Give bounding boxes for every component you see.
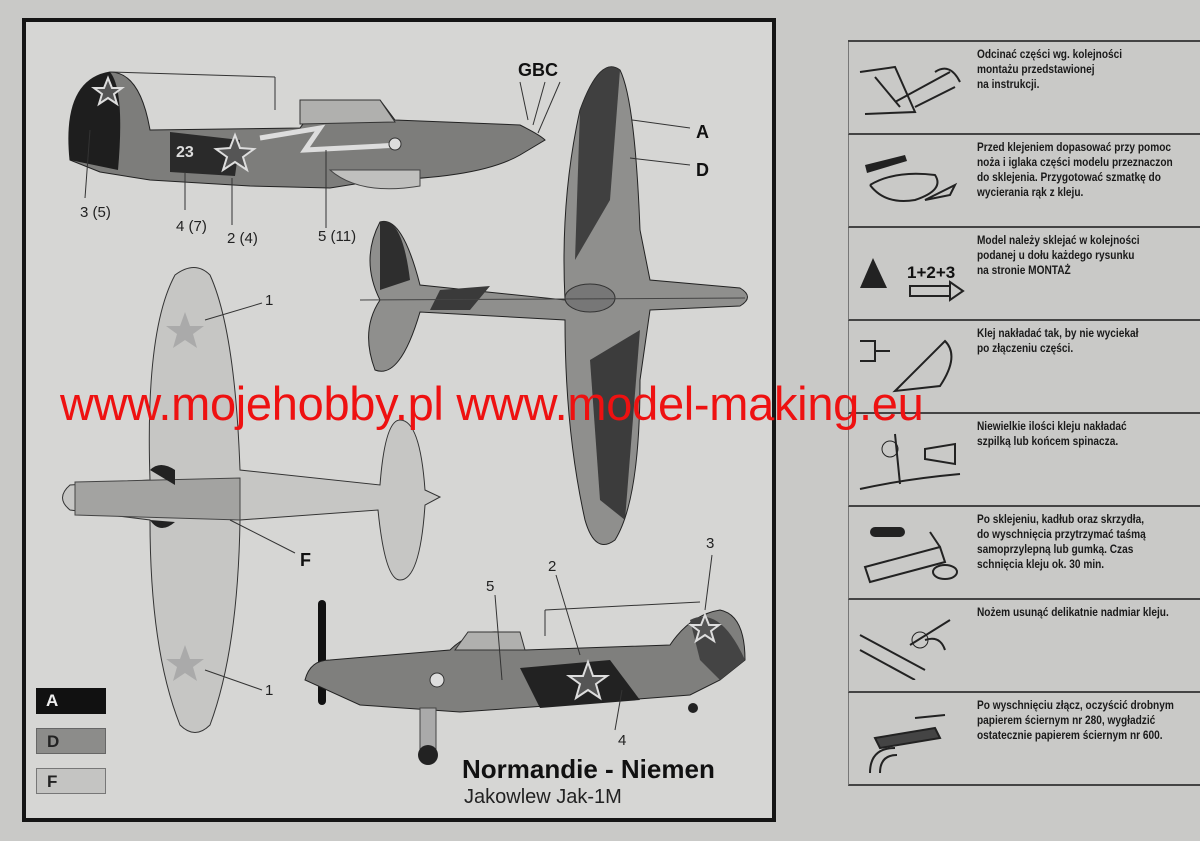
instruction-text: Klej nakładać tak, by nie wyciekał po zł… [977, 328, 1139, 355]
callout-a: A [696, 122, 709, 142]
knife-file-icon [865, 155, 958, 202]
instruction-step: Po wyschnięciu złącz, oczyścić drobnym p… [848, 693, 1200, 786]
instruction-step: Klej nakładać tak, by nie wyciekał po zł… [848, 321, 1200, 414]
instruction-text: Model należy sklejać w kolejności podane… [977, 235, 1140, 277]
callout-label: 1 [265, 292, 274, 309]
aircraft-title: Normandie - Niemen [462, 754, 715, 784]
bottom-view [62, 267, 442, 733]
instruction-text: Przed klejeniem dopasować przy pomoc noż… [977, 142, 1173, 199]
callout-label: 5 (11) [318, 228, 357, 245]
side-view-top [68, 71, 561, 228]
callout-label: 5 [486, 578, 495, 595]
instruction-step: 1+2+3 Model należy sklejać w kolejności … [848, 228, 1200, 321]
tape-clamp-icon [863, 527, 958, 584]
instruction-steps: Odcinać części wg. kolejności montażu pr… [848, 40, 1200, 786]
callout-label: 1 [265, 682, 274, 699]
callout-f: F [300, 550, 311, 570]
sanding-icon [869, 714, 946, 773]
legend-swatch-f: F [36, 768, 106, 794]
legend-swatch-d: D [36, 728, 106, 754]
instruction-step: Niewielkie ilości kleju nakładać szpilką… [848, 414, 1200, 507]
callout-label: 4 [618, 732, 627, 749]
sprue-cutter-icon [859, 65, 961, 115]
knife-trim-icon [859, 619, 951, 680]
callout-label: 3 (5) [80, 204, 111, 221]
callout-label: 3 [706, 535, 715, 552]
callout-label: 4 (7) [176, 218, 207, 235]
sequence-label: 1+2+3 [907, 263, 955, 282]
instruction-step: Nożem usunąć delikatnie nadmiar kleju. [848, 600, 1200, 693]
side-view-bottom [304, 554, 746, 765]
callout-gbc: GBC [518, 60, 558, 80]
legend-swatch-a: A [36, 688, 106, 714]
sequence-arrow-icon: 1+2+3 [860, 258, 965, 302]
callout-d: D [696, 160, 709, 180]
instruction-step: Po sklejeniu, kadłub oraz skrzydła, do w… [848, 507, 1200, 600]
instruction-step: Przed klejeniem dopasować przy pomoc noż… [848, 135, 1200, 228]
callout-label: 2 (4) [227, 230, 258, 247]
callout-label: 2 [548, 558, 557, 575]
instruction-text: Niewielkie ilości kleju nakładać szpilką… [977, 421, 1127, 448]
instruction-text: Nożem usunąć delikatnie nadmiar kleju. [977, 607, 1169, 619]
instruction-text: Po wyschnięciu złącz, oczyścić drobnym p… [977, 700, 1174, 742]
glue-pin-icon [859, 433, 961, 490]
watermark: www.mojehobby.pl www.model-making.eu [60, 377, 924, 430]
aircraft-drawings [62, 66, 748, 765]
glue-tube-icon [860, 339, 953, 393]
instruction-text: Odcinać części wg. kolejności montażu pr… [977, 49, 1123, 91]
instruction-text: Po sklejeniu, kadłub oraz skrzydła, do w… [977, 514, 1146, 571]
aircraft-subtitle: Jakowlew Jak-1M [464, 786, 622, 808]
instruction-step: Odcinać części wg. kolejności montażu pr… [848, 42, 1200, 135]
fuselage-number: 23 [176, 144, 194, 161]
top-view [359, 66, 748, 545]
